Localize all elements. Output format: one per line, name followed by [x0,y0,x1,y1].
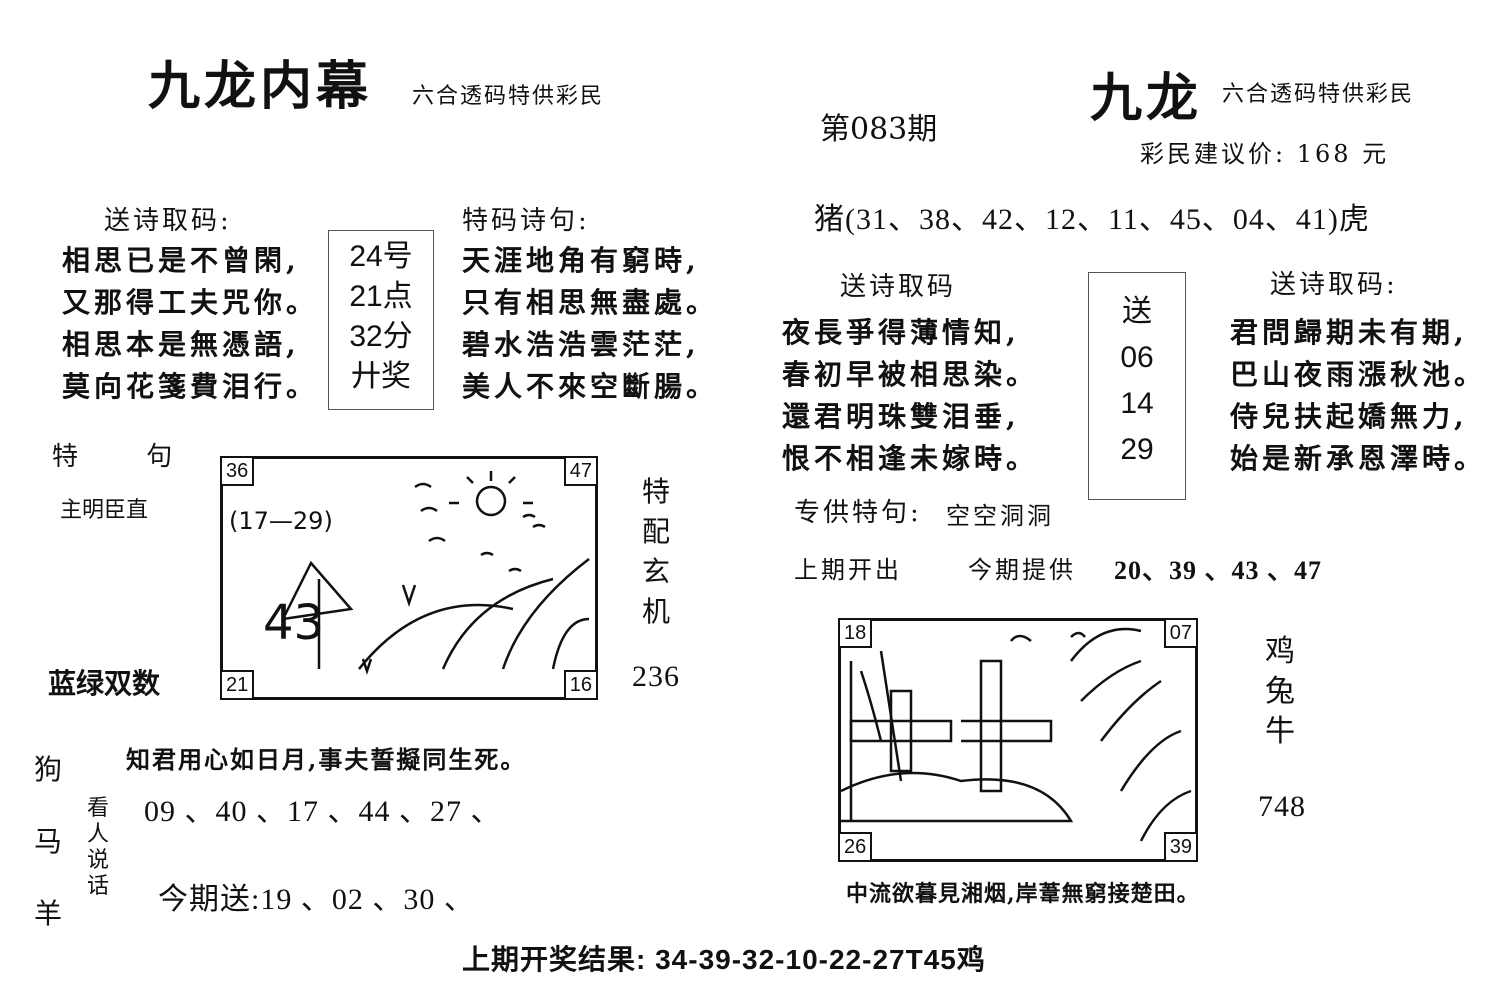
right-special-line-value: 空空洞洞 [946,502,1054,530]
vertical-char: 玄 [641,555,670,588]
cross-sketch [849,719,953,743]
poem-line: 碧水浩浩雲茫茫, [462,328,700,361]
send-box-item: 29 [1120,433,1154,466]
corner-number-top-right: 47 [563,456,598,486]
left-hint-picture: (17—29) 43 36 47 21 16 [220,456,598,700]
left-color-label: 蓝绿双数 [48,667,161,700]
suggested-price: 彩民建议价: 168 元 [1140,140,1390,168]
sun-sketch [475,485,507,517]
sketch-scribble: (17—29) [229,507,333,535]
left-special-poem: 天涯地角有窮時, 只有相思無盡處。 碧水浩浩雲茫茫, 美人不來空斷腸。 [462,240,718,408]
left-animals-vertical: 狗 马 羊 [28,748,68,936]
corner-number-top-right: 07 [1163,618,1198,648]
left-subtitle: 六合透码特供彩民 [412,84,605,109]
send-box-item: 14 [1120,387,1154,420]
left-mid-box: 24号 21点 32分 廾奖 [328,230,434,410]
look-char: 话 [86,874,109,899]
right-verse: 中流欲暮見湘烟,岸葦無窮接楚田。 [846,881,1200,907]
poem-line: 巴山夜雨漲秋池。 [1230,358,1487,391]
left-look-numbers: 09 、40 、17 、44 、27 、 [144,795,502,828]
poem-line: 侍兒扶起嬌無力, [1230,400,1468,433]
animal-char: 狗 [33,753,62,786]
right-send-poem-header-left: 送诗取码 [840,272,957,302]
left-look-label: 看 人 说 话 [84,796,112,900]
send-box-item: 06 [1120,341,1154,374]
send-box-item: 送 [1122,295,1152,328]
right-subtitle: 六合透码特供彩民 [1222,82,1415,107]
animal-char: 兔 [1265,674,1295,709]
poem-line: 相思本是無憑語, [62,328,300,361]
pig-tiger-numbers: 猪(31、38、42、12、11、45、04、41)虎 [814,203,1370,236]
left-today-send: 今期送:19 、02 、30 、 [158,883,475,916]
tree-sketch [280,560,354,621]
look-char: 说 [86,848,109,873]
poem-line: 始是新承恩澤時。 [1230,442,1487,475]
last-result: 上期开奖结果: 34-39-32-10-22-27T45鸡 [462,944,986,975]
right-title: 九龙 [1090,68,1203,129]
poem-line: 又那得工夫咒你。 [62,286,319,319]
poem-line: 君問歸期未有期, [1230,316,1468,349]
corner-number-bottom-right: 16 [563,670,598,700]
right-sketch [840,627,1192,842]
mid-box-item: 廾奖 [351,360,411,393]
mid-box-item: 32分 [349,320,413,353]
left-special-poem-header: 特码诗句: [462,206,590,236]
poem-line: 夜長爭得薄情知, [782,316,1020,349]
right-hint-picture: 18 07 26 39 [838,618,1198,862]
poem-line: 美人不來空斷腸。 [462,370,719,403]
left-special-sentence: 主明臣直 [60,498,149,523]
poem-line: 恨不相逢未嫁時。 [782,442,1039,475]
corner-number-top-left: 36 [220,456,255,486]
issue-number: 第083期 [820,112,938,147]
left-title: 九龙内幕 [148,56,373,117]
poem-line: 相思已是不曾閑, [62,244,300,277]
right-number-748: 748 [1258,790,1306,823]
corner-number-bottom-left: 26 [838,832,873,862]
right-send-box: 送 06 14 29 [1088,272,1186,500]
animal-char: 鸡 [1265,634,1295,669]
left-verse: 知君用心如日月,事夫誓擬同生死。 [126,745,527,774]
vertical-char: 机 [641,595,670,628]
sketch-scribble-number: 43 [263,595,324,651]
mid-box-item: 24号 [349,240,413,273]
right-send-poem-left: 夜長爭得薄情知, 春初早被相思染。 還君明珠雙泪垂, 恨不相逢未嫁時。 [782,312,1038,480]
animal-char: 羊 [33,897,62,930]
poem-line: 莫向花箋費泪行。 [62,370,319,403]
poem-line: 春初早被相思染。 [782,358,1039,391]
corner-number-top-left: 18 [838,618,873,648]
vertical-char: 特 [641,475,670,508]
mid-box-item: 21点 [349,280,413,313]
poem-line: 只有相思無盡處。 [462,286,719,319]
left-number-236: 236 [632,660,680,693]
left-special-sentence-label: 特 句 [52,442,203,472]
vertical-char: 配 [641,515,670,548]
left-send-poem: 相思已是不曾閑, 又那得工夫咒你。 相思本是無憑語, 莫向花箋費泪行。 [62,240,318,408]
left-send-poem-header: 送诗取码: [104,206,232,236]
look-char: 看 [86,796,109,821]
corner-number-bottom-left: 21 [220,670,255,700]
left-vertical-hint: 特 配 玄 机 [636,472,676,632]
right-special-line-label: 专供特句: [794,498,922,528]
corner-number-bottom-right: 39 [1163,832,1198,862]
right-send-poem-header-right: 送诗取码: [1270,270,1398,300]
animal-char: 牛 [1265,714,1295,749]
last-issue-label: 上期开出 [794,556,902,584]
right-send-poem-right: 君問歸期未有期, 巴山夜雨漲秋池。 侍兒扶起嬌無力, 始是新承恩澤時。 [1230,312,1486,480]
poem-line: 天涯地角有窮時, [462,244,700,277]
animal-char: 马 [33,825,62,858]
this-issue-numbers: 20、39 、43 、47 [1114,556,1323,585]
right-animals-vertical: 鸡 兔 牛 [1260,632,1300,752]
tree-trunk-sketch [849,650,903,821]
left-sketch: (17—29) 43 [229,471,590,675]
poem-line: 還君明珠雙泪垂, [782,400,1020,433]
look-char: 人 [86,822,109,847]
this-issue-label: 今期提供 [968,556,1076,584]
